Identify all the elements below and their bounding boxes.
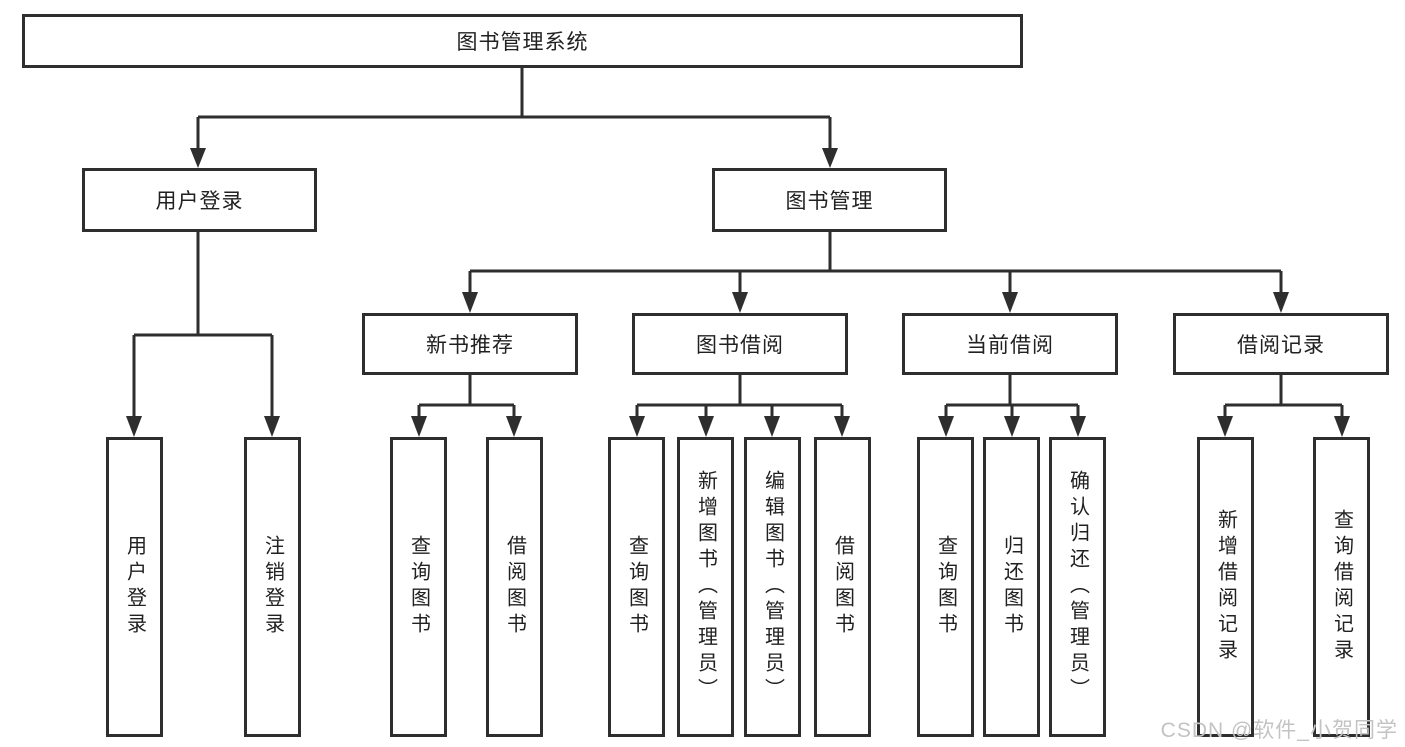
connector-records-to-leaves xyxy=(1217,375,1350,437)
connector-book-mgmt-to-modules xyxy=(462,232,1289,313)
leaf-edit-books-admin: 编辑图书（管理员） xyxy=(744,437,801,737)
csdn-watermark: CSDN @软件_小贺同学 xyxy=(1160,719,1398,742)
leaf-borrow-books-2: 借阅图书 xyxy=(814,437,871,737)
leaf-borrow-books-1: 借阅图书 xyxy=(486,437,543,737)
connector-new-book-to-leaves xyxy=(411,375,522,437)
leaf-add-borrow-record: 新增借阅记录 xyxy=(1197,437,1254,737)
leaf-query-books-1: 查询图书 xyxy=(390,437,447,737)
node-book-borrow: 图书借阅 xyxy=(632,313,848,375)
leaf-query-books-2: 查询图书 xyxy=(608,437,665,737)
connector-borrow-to-leaves xyxy=(629,375,850,437)
leaf-user-login: 用户登录 xyxy=(106,437,163,737)
connector-current-to-leaves xyxy=(938,375,1086,437)
connector-user-login-to-leaves xyxy=(126,232,280,437)
node-current-borrow: 当前借阅 xyxy=(902,313,1118,375)
leaf-add-books-admin: 新增图书（管理员） xyxy=(677,437,734,737)
leaf-logout: 注销登录 xyxy=(244,437,301,737)
node-user-login: 用户登录 xyxy=(82,168,317,232)
node-book-management: 图书管理 xyxy=(712,168,947,232)
leaf-confirm-return-admin: 确认归还（管理员） xyxy=(1049,437,1106,737)
connector-root-to-level2 xyxy=(190,68,838,168)
node-new-book-recommend: 新书推荐 xyxy=(362,313,578,375)
leaf-query-borrow-record: 查询借阅记录 xyxy=(1313,437,1370,737)
leaf-query-books-3: 查询图书 xyxy=(917,437,974,737)
leaf-return-books: 归还图书 xyxy=(983,437,1040,737)
node-borrow-records: 借阅记录 xyxy=(1173,313,1389,375)
node-library-system: 图书管理系统 xyxy=(22,14,1023,68)
